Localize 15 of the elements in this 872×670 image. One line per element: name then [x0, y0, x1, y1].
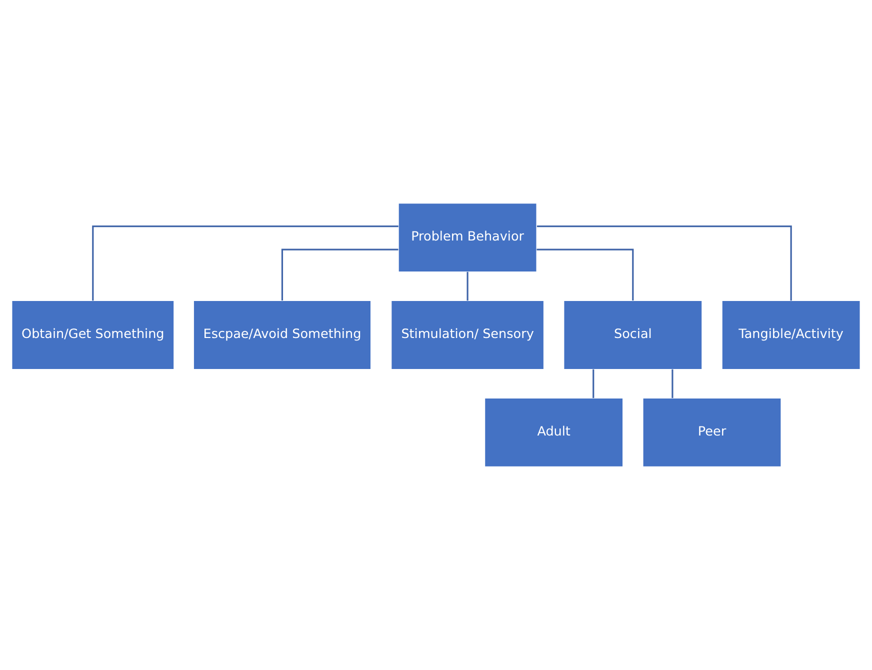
connector	[672, 369, 674, 398]
node-box: Tangible/Activity	[722, 300, 861, 370]
connector	[536, 226, 792, 301]
node-box: Peer	[642, 398, 782, 468]
node-box: Escpae/Avoid Something	[193, 300, 372, 370]
connector	[92, 226, 398, 301]
node-box: Problem Behavior	[398, 202, 538, 272]
node-box: Adult	[484, 398, 624, 468]
connector	[281, 248, 398, 300]
connector	[536, 248, 634, 300]
node-box: Stimulation/ Sensory	[390, 300, 544, 370]
node-box: Social	[563, 300, 702, 370]
node-box: Obtain/Get Something	[11, 300, 174, 370]
connector	[466, 272, 468, 301]
connector	[592, 369, 594, 398]
